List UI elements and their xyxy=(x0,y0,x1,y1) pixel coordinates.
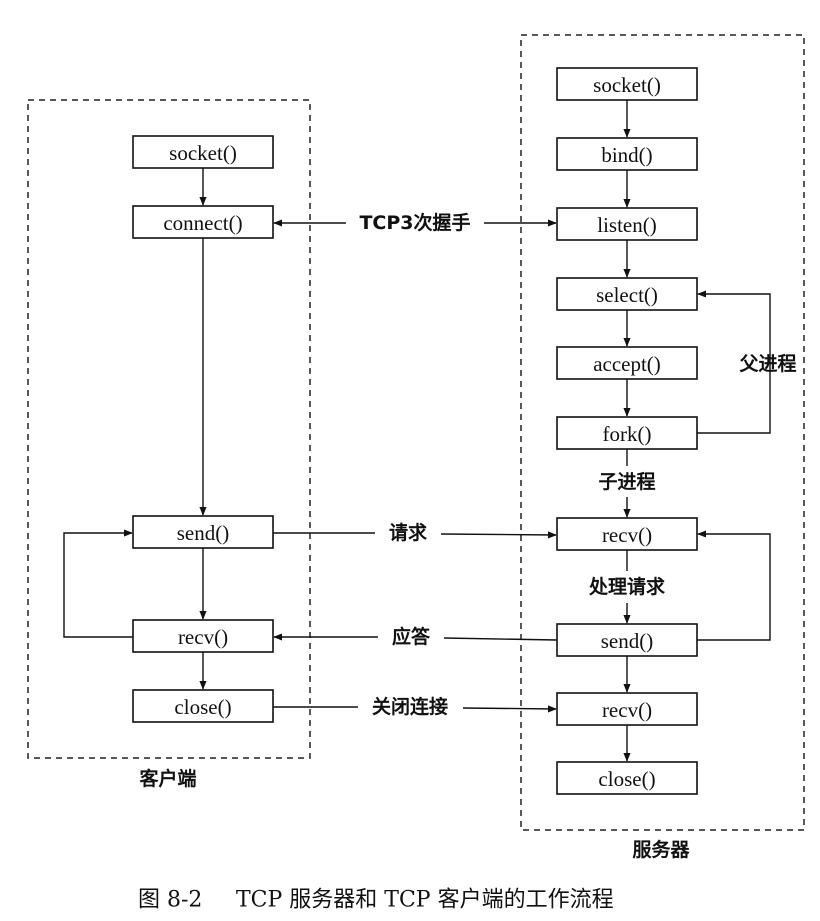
client-region xyxy=(27,99,311,759)
label-child-process: 子进程 xyxy=(598,471,655,493)
server-region-label: 服务器 xyxy=(632,838,690,861)
server-close-box: close() xyxy=(556,761,698,795)
client-socket-box: socket() xyxy=(132,135,274,169)
server-bind-box: bind() xyxy=(556,137,698,171)
arrow-parent-loop xyxy=(697,290,771,434)
arrow-client-loop xyxy=(63,529,133,638)
client-recv-box: recv() xyxy=(132,619,274,653)
client-close-label: close() xyxy=(174,695,231,719)
client-send-label: send() xyxy=(177,521,229,545)
server-send-box: send() xyxy=(556,623,698,657)
caption-figure-number: 图 8-2 xyxy=(138,888,202,913)
label-close-connection: 关闭连接 xyxy=(372,695,448,718)
server-close-label: close() xyxy=(598,767,655,791)
client-connect-box: connect() xyxy=(132,205,274,239)
arrow-request-b xyxy=(440,531,557,539)
label-process-request: 处理请求 xyxy=(588,575,666,598)
server-bind-label: bind() xyxy=(601,143,652,167)
server-listen-box: listen() xyxy=(556,207,698,241)
client-socket-label: socket() xyxy=(169,141,237,165)
label-parent-process: 父进程 xyxy=(738,353,796,375)
server-send-label: send() xyxy=(601,629,653,653)
label-handshake: TCP3次握手 xyxy=(359,211,470,234)
label-request: 请求 xyxy=(389,521,428,544)
caption-title: TCP 服务器和 TCP 客户端的工作流程 xyxy=(236,888,614,913)
label-response: 应答 xyxy=(392,625,431,648)
client-region-label: 客户端 xyxy=(139,767,196,790)
server-socket-box: socket() xyxy=(556,67,698,101)
client-send-box: send() xyxy=(132,515,274,549)
client-connect-label: connect() xyxy=(163,211,242,235)
server-fork-box: fork() xyxy=(556,416,698,450)
server-recv-close-label: recv() xyxy=(602,698,652,722)
server-recv-box: recv() xyxy=(556,517,698,551)
server-select-box: select() xyxy=(556,277,698,311)
arrow-server-request-loop xyxy=(697,530,771,641)
server-accept-box: accept() xyxy=(556,346,698,380)
client-close-box: close() xyxy=(132,689,274,723)
server-recv-close-box: recv() xyxy=(556,692,698,726)
server-accept-label: accept() xyxy=(593,352,661,376)
arrow-close-b xyxy=(462,705,557,713)
client-recv-label: recv() xyxy=(178,625,228,649)
server-fork-label: fork() xyxy=(603,422,652,446)
server-recv-label: recv() xyxy=(602,523,652,547)
arrow-response-a xyxy=(443,637,558,641)
server-socket-label: socket() xyxy=(593,73,661,97)
server-select-label: select() xyxy=(596,283,658,307)
server-listen-label: listen() xyxy=(597,213,656,237)
